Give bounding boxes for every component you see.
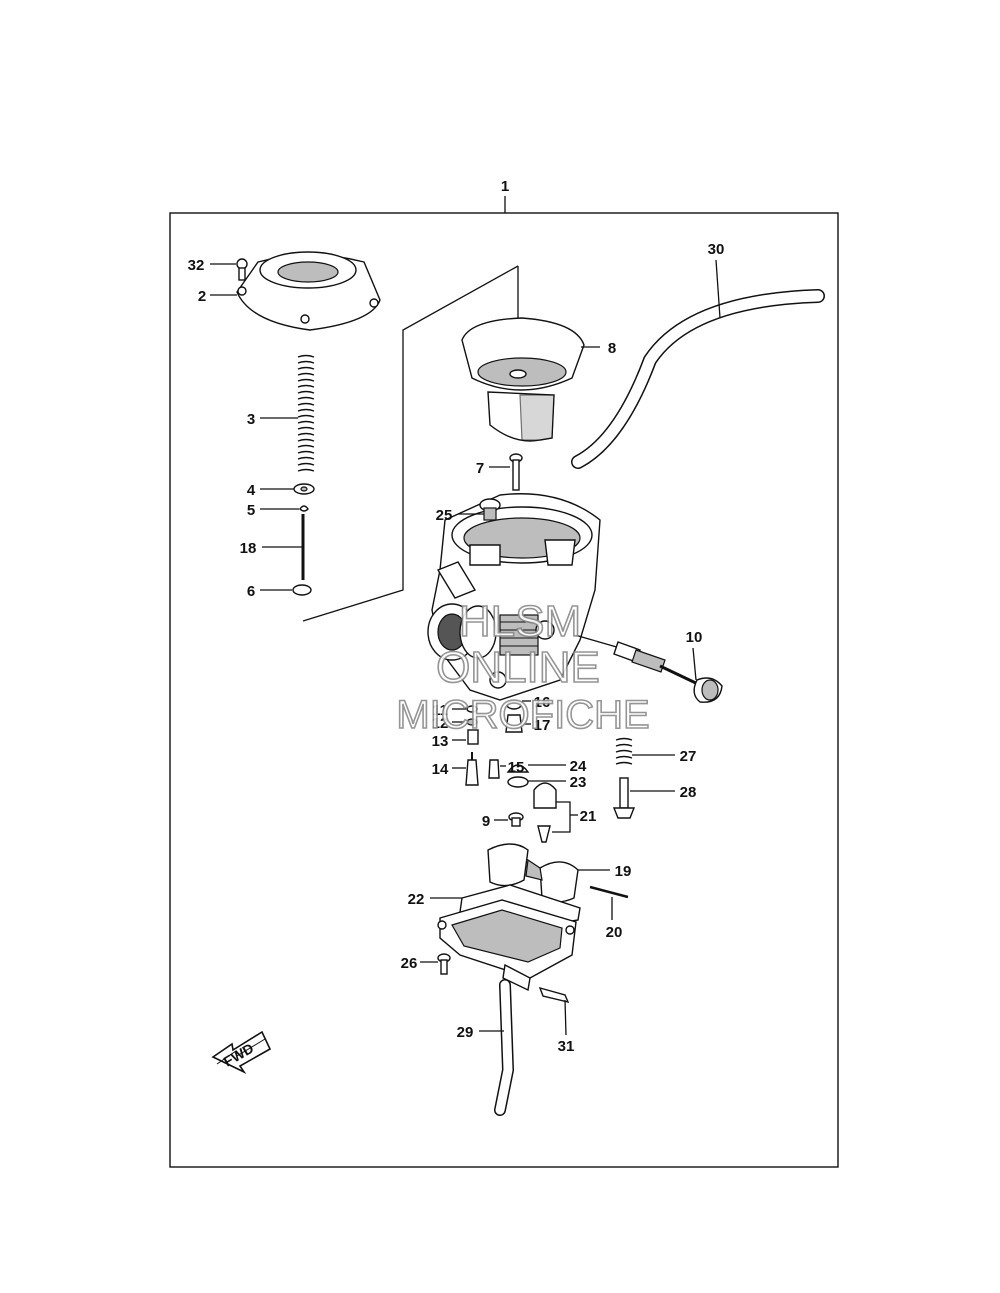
- label-12: 12: [432, 715, 449, 732]
- label-21: 21: [580, 808, 597, 825]
- label-3: 3: [247, 411, 255, 428]
- jet-part-25: [483, 507, 497, 521]
- jet-parts-group: [465, 700, 523, 786]
- label-18: 18: [240, 540, 257, 557]
- assembly-frame: [169, 212, 839, 1168]
- label-14: 14: [432, 761, 449, 778]
- screw-part-28: [612, 777, 636, 819]
- float-pin-part: [589, 885, 629, 899]
- label-13: 13: [432, 733, 449, 750]
- part-labels: 32 2 3 4 5 18 6 8 30 7 25 10 11 12 13 16…: [188, 241, 725, 1055]
- watermark-line-3: MICROFICHE: [396, 693, 649, 737]
- label-10: 10: [686, 629, 703, 646]
- cap-part-24: [506, 764, 530, 773]
- label-30: 30: [708, 241, 725, 258]
- label-32: 32: [188, 257, 205, 274]
- float-valve-part: [533, 782, 557, 843]
- spring-part: [297, 354, 315, 472]
- float-part: [487, 843, 579, 903]
- label-25: 25: [436, 507, 453, 524]
- diaphragm-piston-part: [461, 317, 585, 442]
- label-8: 8: [608, 340, 616, 357]
- label-17: 17: [534, 717, 551, 734]
- float-chamber-part: [437, 899, 577, 992]
- label-31: 31: [558, 1038, 575, 1055]
- label-22: 22: [408, 891, 425, 908]
- label-29: 29: [457, 1024, 474, 1041]
- assembly-label: 1: [501, 178, 509, 195]
- label-5: 5: [247, 502, 255, 519]
- label-11: 11: [432, 702, 448, 719]
- screw-part-26: [437, 953, 451, 975]
- washer-part-2: [292, 584, 312, 596]
- screw-part-7: [509, 453, 523, 491]
- carburetor-body-part: [427, 493, 601, 701]
- top-cover-part: [236, 251, 381, 331]
- choke-plunger-part: [574, 634, 723, 703]
- label-27: 27: [680, 748, 697, 765]
- label-26: 26: [401, 955, 418, 972]
- leader-lines: [210, 259, 721, 1036]
- screw-part-9: [508, 812, 524, 827]
- label-7: 7: [476, 460, 484, 477]
- label-20: 20: [606, 924, 623, 941]
- label-4: 4: [247, 482, 256, 499]
- clip-part: [299, 505, 309, 512]
- fwd-arrow-icon: FWD: [211, 1030, 272, 1074]
- label-19: 19: [615, 863, 632, 880]
- watermark-line-1: HLSM: [459, 597, 581, 646]
- label-16: 16: [534, 694, 551, 711]
- spring-part-27: [615, 737, 633, 765]
- label-28: 28: [680, 784, 697, 801]
- label-15: 15: [508, 759, 525, 776]
- screw-part: [236, 258, 248, 281]
- label-2: 2: [198, 288, 206, 305]
- watermark-line-2: ONLINE: [436, 643, 600, 692]
- watermark: HLSM ONLINE MICROFICHE: [396, 596, 651, 738]
- label-24: 24: [570, 758, 587, 775]
- label-23: 23: [570, 774, 587, 791]
- label-9: 9: [482, 813, 490, 830]
- o-ring-part-23: [507, 776, 529, 788]
- drain-screw-part: [538, 986, 570, 1004]
- label-6: 6: [247, 583, 255, 600]
